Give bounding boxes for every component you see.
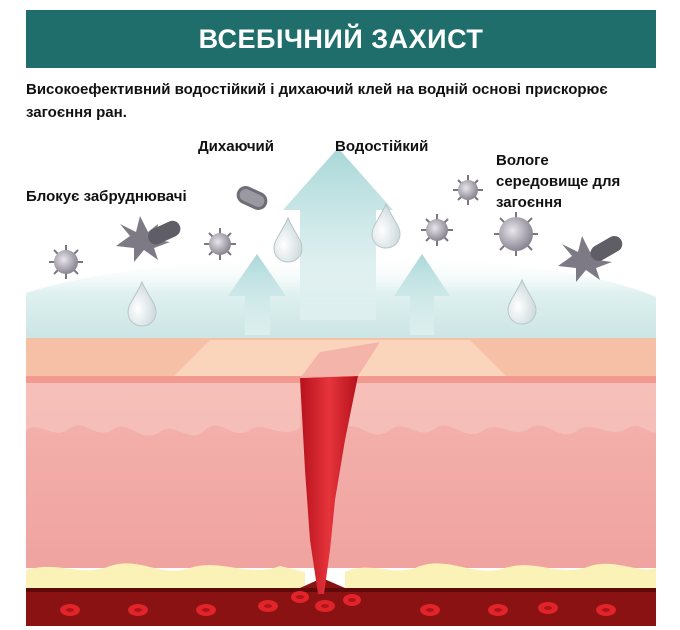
up-arrow-icon [394, 254, 450, 335]
label-blocks-contaminants: Блокує забруднювачі [26, 188, 187, 205]
bacteria-icon [116, 216, 181, 262]
blood-cell-icon [258, 600, 278, 612]
water-drop-icon [127, 280, 157, 327]
up-arrow-icon [228, 254, 286, 335]
blood-cell-icon [538, 602, 558, 614]
label-moist-line-2: середовище для [496, 173, 621, 190]
wound-cut [300, 342, 380, 594]
water-drop-icon [371, 202, 401, 249]
bacteria-icon [558, 236, 623, 282]
blood-cell-icon [488, 604, 508, 616]
blood-cell-icon [60, 604, 80, 616]
label-moist-line-3: загоєння [496, 194, 562, 211]
water-drop-icon [507, 278, 537, 325]
blood-cell-icon [128, 604, 148, 616]
title-banner: ВСЕБІЧНИЙ ЗАХИСТ [26, 10, 656, 68]
blood-cell-icon [196, 604, 216, 616]
virus-icon [49, 245, 83, 279]
label-breathable: Дихаючий [198, 138, 274, 155]
bacteria-icon [236, 186, 268, 210]
fat-layer [26, 563, 656, 590]
blood-cell-icon [343, 594, 361, 606]
blood-cell-icon [596, 604, 616, 616]
label-moist-environment: Вологе середовище для загоєння [496, 150, 620, 213]
up-arrow-icon [283, 148, 393, 320]
banner-title: ВСЕБІЧНИЙ ЗАХИСТ [198, 24, 484, 54]
blood-cell-icon [291, 591, 309, 603]
blood-cell-icon [315, 600, 335, 612]
blood-cell-icon [420, 604, 440, 616]
label-moist-line-1: Вологе [496, 152, 549, 169]
virus-icon [204, 228, 236, 260]
virus-icon [453, 175, 483, 205]
label-waterproof: Водостійкий [335, 138, 429, 155]
intro-text: Високоефективний водостійкий і дихаючий … [26, 81, 608, 121]
virus-icon [494, 212, 538, 256]
virus-icon [421, 214, 453, 246]
water-drop-icon [273, 216, 303, 263]
